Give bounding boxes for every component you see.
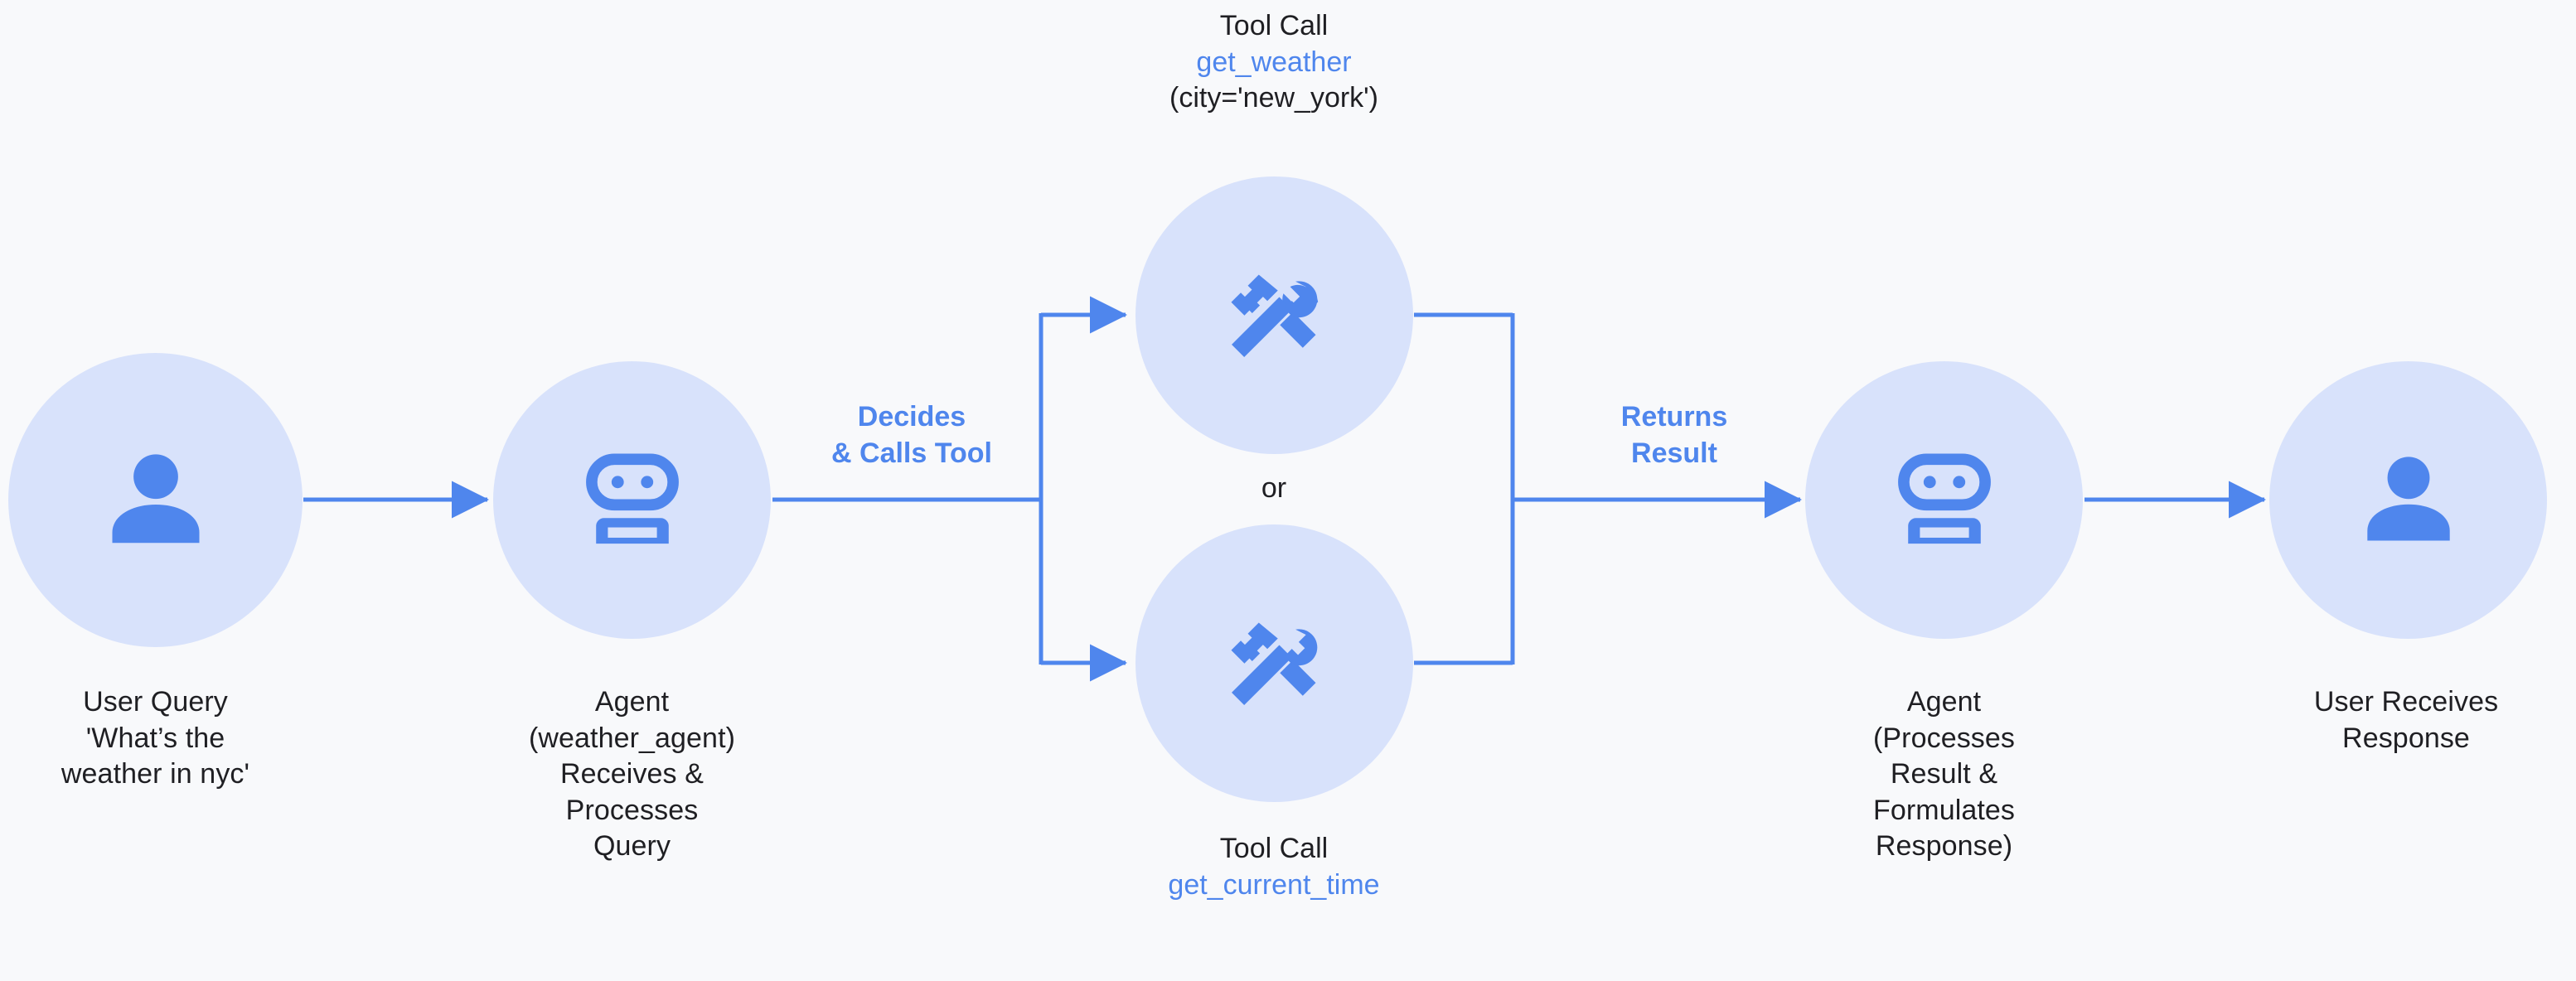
tool-call-title-weather: Tool Call	[1219, 10, 1329, 41]
node-tool-get-current-time[interactable]	[1135, 524, 1413, 802]
tools-icon	[1220, 261, 1329, 370]
tool-call-title-time: Tool Call	[1219, 833, 1329, 864]
caption-agent-receives: Agent (weather_agent) Receives & Process…	[528, 686, 736, 863]
tools-icon	[1220, 609, 1329, 718]
tool-call-label-time: Tool Call get_current_time	[1075, 831, 1473, 903]
branch-separator-or: or	[1261, 472, 1287, 504]
tool-function-name-time: get_current_time	[1168, 868, 1380, 901]
tool-call-label-weather: Tool Call get_weather (city='new_york')	[1075, 8, 1473, 117]
person-icon	[94, 438, 218, 563]
edge-label-returns-result: Returns Result	[1620, 401, 1728, 469]
node-user-query[interactable]	[8, 353, 303, 647]
robot-icon	[574, 442, 691, 559]
node-tool-get-weather[interactable]	[1135, 176, 1413, 454]
tool-function-name-weather: get_weather	[1196, 46, 1352, 78]
node-agent-receives[interactable]	[493, 361, 771, 639]
node-user-response[interactable]	[2269, 361, 2547, 639]
node-agent-formulates[interactable]	[1805, 361, 2083, 639]
robot-icon	[1886, 442, 2003, 559]
person-icon	[2350, 442, 2467, 559]
caption-agent-formulates: Agent (Processes Result & Formulates Res…	[1872, 686, 2016, 863]
edge-label-decides-calls-tool: Decides & Calls Tool	[831, 401, 992, 469]
tool-function-args-weather: (city='new_york')	[1169, 82, 1378, 114]
caption-user-query: User Query 'What’s the weather in nyc'	[61, 686, 250, 790]
caption-user-response: User Receives Response	[2313, 686, 2499, 754]
